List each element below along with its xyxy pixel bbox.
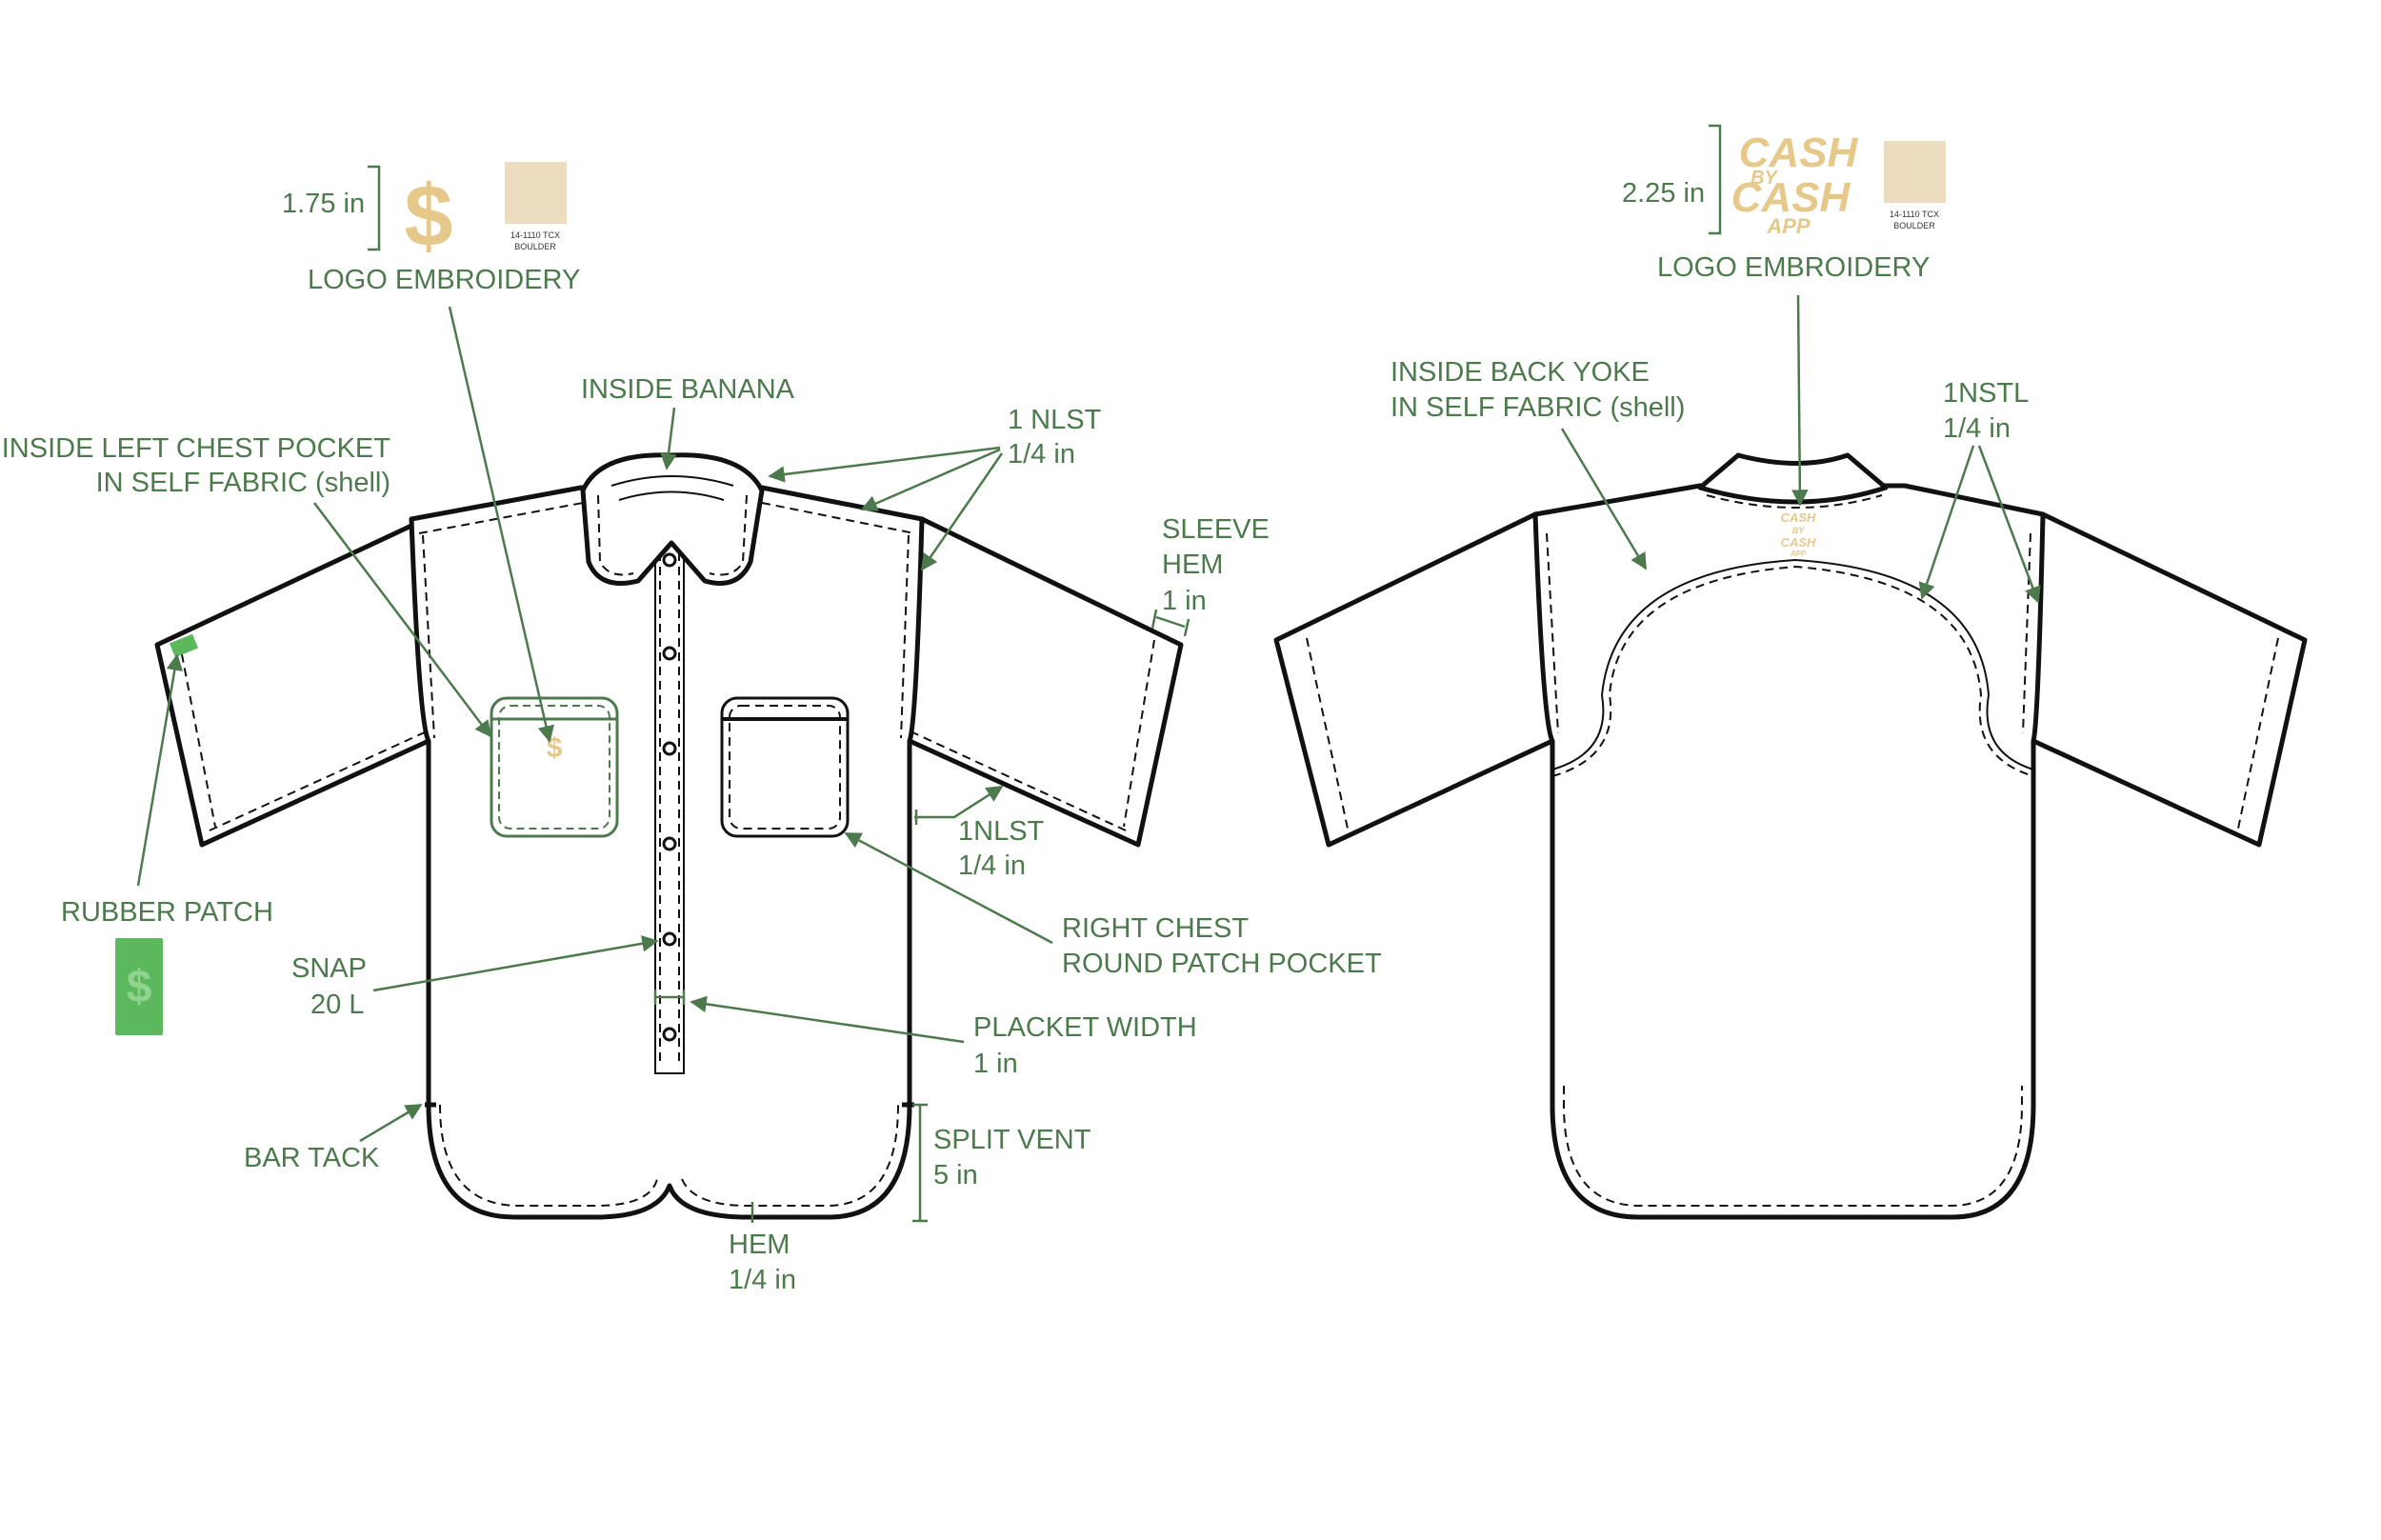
back-color-swatch (1884, 141, 1946, 203)
inside-banana-label: INSIDE BANANA (581, 374, 795, 405)
inside-pocket-label-1: INSIDE LEFT CHEST POCKET (2, 433, 391, 464)
back-swatch-code: 14-1110 TCX (1890, 210, 1939, 219)
svg-text:APP: APP (1790, 550, 1807, 558)
back-collar (1697, 452, 1889, 505)
back-shirt: CASH BY CASH APP (1273, 452, 2308, 1220)
sleeve-hem-label-3: 1 in (1162, 586, 1207, 616)
back-yoke-seam (1551, 565, 2034, 777)
front-callouts: INSIDE BANANA INSIDE LEFT CHEST POCKET I… (2, 306, 1382, 1295)
front-logo-symbol: $ (404, 168, 452, 265)
nstl-label-2: 1/4 in (1943, 413, 2011, 444)
right-pocket-label-2: ROUND PATCH POCKET (1062, 949, 1382, 979)
svg-text:BY: BY (1792, 526, 1805, 535)
svg-text:CASH: CASH (1781, 535, 1816, 550)
front-logo-block: 1.75 in $ 14-1110 TCX BOULDER LOGO EMBRO… (282, 162, 580, 295)
back-left-sleeve (1273, 511, 1555, 848)
back-logo-wordmark: CASH BY CASH APP (1731, 130, 1859, 238)
hem-label-2: 1/4 in (729, 1265, 796, 1295)
split-vent-label-1: SPLIT VENT (933, 1125, 1091, 1155)
svg-text:CASH: CASH (1781, 510, 1816, 525)
right-pocket-label-1: RIGHT CHEST (1062, 913, 1249, 944)
svg-text:BY: BY (1751, 168, 1778, 189)
placket-label-1: PLACKET WIDTH (973, 1012, 1197, 1043)
svg-text:CASH: CASH (1739, 130, 1859, 176)
rubber-patch-symbol: $ (127, 962, 152, 1012)
right-chest-patch-pocket (720, 696, 850, 838)
front-swatch-code: 14-1110 TCX (510, 230, 560, 240)
front-logo-size: 1.75 in (282, 189, 365, 219)
front-collar (580, 452, 765, 586)
yoke-label-2: IN SELF FABRIC (shell) (1391, 392, 1685, 423)
bar-tack-label: BAR TACK (244, 1143, 380, 1173)
nlst-top-label-1: 1 NLST (1008, 405, 1102, 435)
front-right-sleeve (907, 516, 1184, 848)
front-logo-title: LOGO EMBROIDERY (308, 265, 580, 295)
nstl-label-1: 1NSTL (1943, 378, 2029, 409)
front-body (409, 485, 925, 1220)
placket-label-2: 1 in (973, 1049, 1018, 1079)
svg-text:CASH: CASH (1731, 174, 1851, 221)
back-right-sleeve (2031, 511, 2308, 848)
yoke-label-1: INSIDE BACK YOKE (1391, 357, 1650, 388)
hem-label-1: HEM (729, 1230, 790, 1260)
back-callouts: INSIDE BACK YOKE IN SELF FABRIC (shell) … (1391, 294, 2041, 604)
snap-buttons (662, 552, 677, 1042)
back-swatch-name: BOULDER (1893, 221, 1935, 230)
split-vent-label-2: 5 in (933, 1160, 978, 1190)
back-body (1532, 483, 2046, 1220)
sleeve-hem-label-2: HEM (1162, 550, 1223, 580)
snap-label-2: 20 L (310, 990, 364, 1020)
nlst-side-label-1: 1NLST (958, 816, 1045, 847)
inside-pocket-label-2: IN SELF FABRIC (shell) (96, 468, 390, 498)
sleeve-rubber-patch (169, 633, 199, 658)
back-logo-block: 2.25 in CASH BY CASH APP 14-1110 TCX BOU… (1622, 124, 1946, 283)
nlst-top-label-2: 1/4 in (1008, 439, 1075, 470)
back-logo-title: LOGO EMBROIDERY (1657, 252, 1930, 283)
front-color-swatch (505, 162, 567, 224)
front-left-sleeve (154, 523, 431, 848)
rubber-patch-label: RUBBER PATCH (61, 897, 273, 928)
back-collar-logo: CASH BY CASH APP (1781, 510, 1816, 558)
back-logo-size: 2.25 in (1622, 178, 1705, 209)
nlst-side-label-2: 1/4 in (958, 850, 1026, 881)
front-shirt: $ (154, 452, 1184, 1220)
rubber-patch-swatch (115, 938, 163, 1035)
front-swatch-name: BOULDER (514, 242, 556, 251)
sleeve-hem-label-1: SLEEVE (1162, 514, 1270, 545)
snap-label-1: SNAP (291, 953, 367, 984)
svg-text:APP: APP (1766, 214, 1811, 238)
